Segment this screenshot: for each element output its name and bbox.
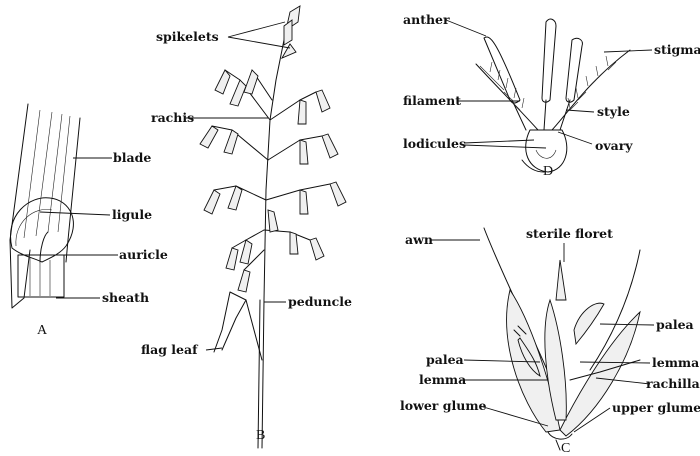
- panel-letter-a: A: [37, 323, 48, 338]
- label-peduncle: peduncle: [288, 294, 352, 309]
- label-palea-right: palea: [656, 317, 694, 332]
- labels-panel-a: blade ligule auricle sheath A: [37, 150, 168, 338]
- label-flag-leaf: flag leaf: [141, 342, 199, 357]
- label-stigma: stigma: [654, 42, 700, 57]
- label-ovary: ovary: [595, 138, 633, 153]
- label-blade: blade: [113, 150, 151, 165]
- label-lodicules: lodicules: [403, 136, 466, 151]
- label-rachis: rachis: [151, 110, 194, 125]
- labels-panel-c: awn sterile floret palea palea lemma lem…: [400, 226, 700, 456]
- panel-letter-b: B: [256, 428, 265, 443]
- label-sheath: sheath: [102, 290, 149, 305]
- label-upper-glume: upper glume: [612, 400, 700, 415]
- leader-lines: [39, 19, 655, 433]
- label-sterile-floret: sterile floret: [526, 226, 613, 241]
- panel-d-illustration: [475, 18, 631, 173]
- panel-letter-d: D: [543, 164, 553, 179]
- label-awn: awn: [405, 232, 433, 247]
- label-ligule: ligule: [112, 207, 152, 222]
- panel-c-illustration: [483, 227, 641, 451]
- labels-panel-b: spikelets rachis peduncle flag leaf B: [141, 29, 352, 443]
- label-lower-glume: lower glume: [400, 398, 487, 413]
- label-lemma-left: lemma: [419, 372, 466, 387]
- label-anther: anther: [403, 12, 450, 27]
- label-palea-left: palea: [426, 352, 464, 367]
- label-spikelets: spikelets: [156, 29, 219, 44]
- panel-b-illustration: [199, 5, 347, 449]
- labels-panel-d: anther stigma filament style lodicules o…: [403, 12, 700, 179]
- label-lemma-right: lemma: [652, 355, 699, 370]
- panel-letter-c: C: [561, 441, 570, 456]
- label-style: style: [597, 104, 630, 119]
- label-filament: filament: [403, 93, 461, 108]
- label-rachilla: rachilla: [646, 376, 700, 391]
- panel-a-illustration: [9, 103, 81, 309]
- label-auricle: auricle: [119, 247, 168, 262]
